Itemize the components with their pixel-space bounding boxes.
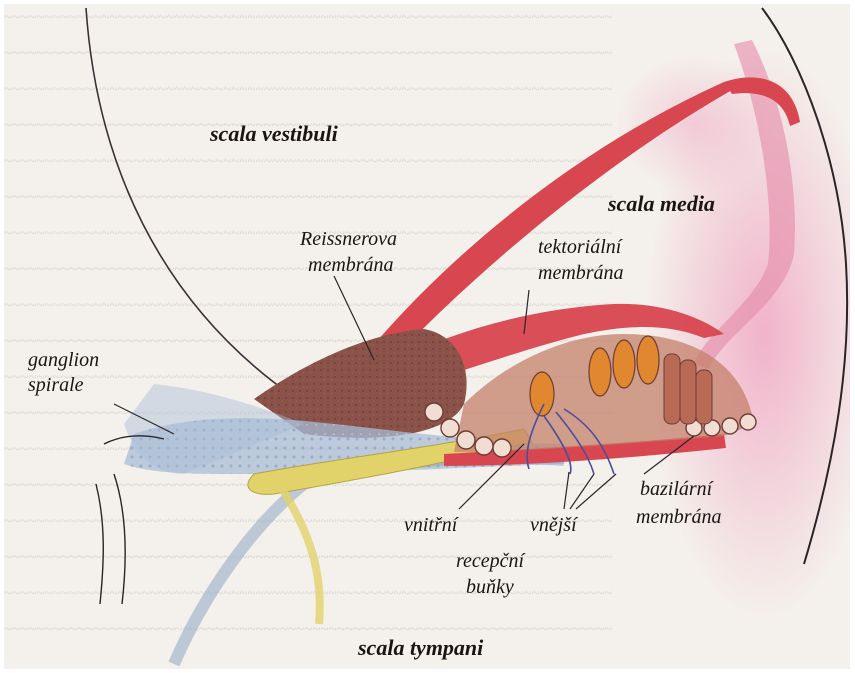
cochlea-illustration <box>4 4 850 669</box>
label-scala-media: scala media <box>608 192 715 216</box>
diagram-frame: ~~~~~~~~~~~~~~~~~~~~~~~~~~~~~~~~~~~~~~~~… <box>4 4 850 669</box>
label-tectorial-line1: tektoriální <box>538 236 621 258</box>
label-scala-tympani: scala tympani <box>358 636 483 660</box>
label-ganglion-line1: ganglion <box>28 349 99 371</box>
label-basilar-line1: bazilární <box>640 478 712 500</box>
label-reissner-line1: Reissnerova <box>300 228 397 250</box>
label-receptor-line1: recepční <box>456 550 524 572</box>
label-inner-cells: vnitřní <box>404 514 457 536</box>
scala-vestibuli-wall <box>86 8 304 404</box>
label-tectorial-line2: membrána <box>538 262 624 284</box>
label-ganglion-line2: spirale <box>28 374 84 396</box>
label-receptor-line2: buňky <box>466 576 514 598</box>
label-basilar-line2: membrána <box>636 506 722 528</box>
label-reissner-line2: membrána <box>308 254 394 276</box>
label-outer-cells: vnější <box>530 514 577 536</box>
label-scala-vestibuli: scala vestibuli <box>210 122 338 146</box>
